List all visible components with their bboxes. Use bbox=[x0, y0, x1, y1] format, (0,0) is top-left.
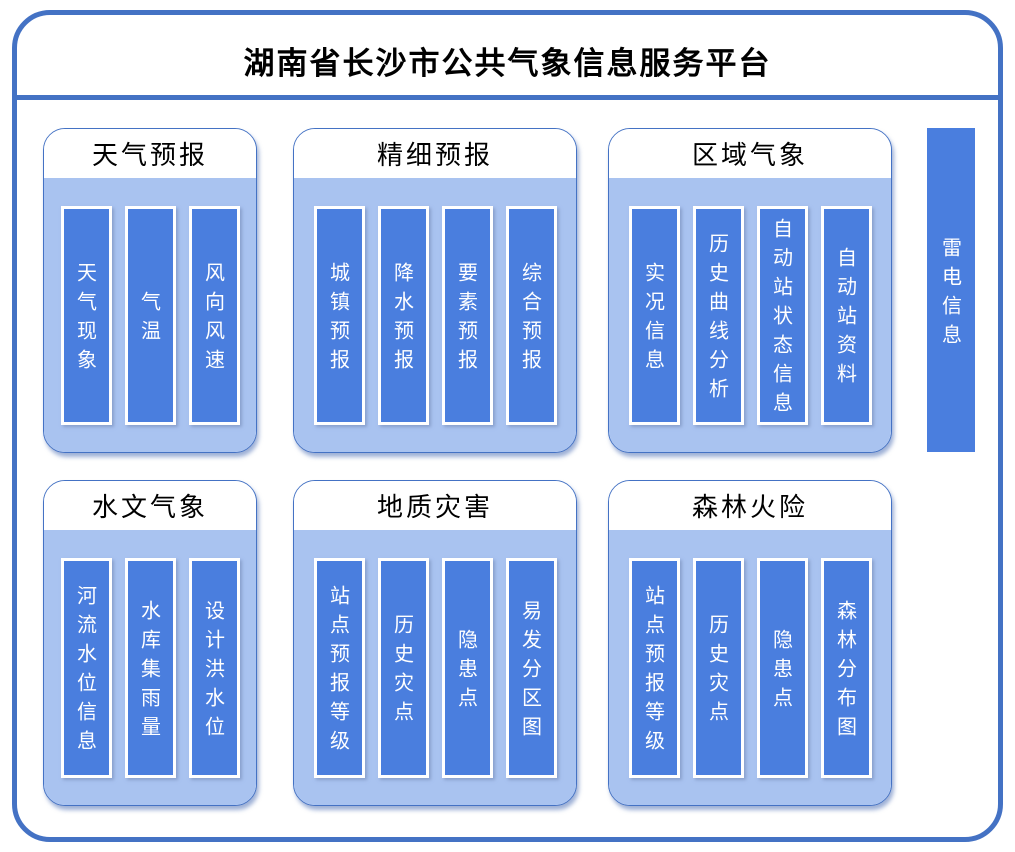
page-title: 湖南省长沙市公共气象信息服务平台 bbox=[243, 45, 772, 82]
module-label: 要素预报 bbox=[454, 261, 479, 378]
module-bar: 自动站资料 bbox=[820, 205, 872, 425]
title-divider bbox=[17, 95, 998, 100]
panel-header: 地质灾害 bbox=[294, 481, 576, 530]
module-bar: 隐患点 bbox=[756, 557, 808, 778]
module-bar: 风向风速 bbox=[188, 205, 240, 425]
module-bar: 实况信息 bbox=[628, 205, 680, 425]
module-label: 森林分布图 bbox=[833, 599, 858, 745]
panel-weather-forecast: 天气预报 天气现象 气温 风向风速 bbox=[43, 128, 257, 453]
module-bar: 降水预报 bbox=[377, 205, 429, 425]
module-bar: 历史灾点 bbox=[377, 557, 429, 778]
module-label: 综合预报 bbox=[518, 261, 543, 378]
module-bar: 河流水位信息 bbox=[60, 557, 112, 778]
panel-geological-disaster: 地质灾害 站点预报等级 历史灾点 隐患点 易发分区图 bbox=[293, 480, 577, 806]
panel-body: 实况信息 历史曲线分析 自动站状态信息 自动站资料 bbox=[609, 178, 891, 452]
panel-body: 河流水位信息 水库集雨量 设计洪水位 bbox=[44, 530, 256, 805]
module-bar: 森林分布图 bbox=[820, 557, 872, 778]
module-label: 实况信息 bbox=[641, 261, 666, 378]
module-bar: 站点预报等级 bbox=[313, 557, 365, 778]
module-bar: 天气现象 bbox=[60, 205, 112, 425]
module-label: 水库集雨量 bbox=[137, 599, 162, 745]
lightning-info-bar: 雷电信息 bbox=[927, 128, 975, 452]
module-label: 风向风速 bbox=[201, 261, 226, 378]
module-bar: 气温 bbox=[124, 205, 176, 425]
panel-header: 水文气象 bbox=[44, 481, 256, 530]
module-label: 自动站状态信息 bbox=[769, 218, 794, 421]
module-label: 隐患点 bbox=[454, 628, 479, 716]
panel-header: 区域气象 bbox=[609, 129, 891, 178]
module-bar: 易发分区图 bbox=[505, 557, 557, 778]
panel-header: 森林火险 bbox=[609, 481, 891, 530]
panel-fine-forecast: 精细预报 城镇预报 降水预报 要素预报 综合预报 bbox=[293, 128, 577, 453]
module-bar: 要素预报 bbox=[441, 205, 493, 425]
module-bar: 设计洪水位 bbox=[188, 557, 240, 778]
module-bar: 站点预报等级 bbox=[628, 557, 680, 778]
module-bar: 隐患点 bbox=[441, 557, 493, 778]
module-label: 天气现象 bbox=[73, 261, 98, 378]
panel-body: 站点预报等级 历史灾点 隐患点 易发分区图 bbox=[294, 530, 576, 805]
panel-body: 天气现象 气温 风向风速 bbox=[44, 178, 256, 452]
lightning-info-label: 雷电信息 bbox=[938, 236, 963, 353]
module-bar: 历史曲线分析 bbox=[692, 205, 744, 425]
module-label: 隐患点 bbox=[769, 628, 794, 716]
module-label: 站点预报等级 bbox=[326, 585, 351, 759]
module-label: 设计洪水位 bbox=[201, 599, 226, 745]
module-label: 易发分区图 bbox=[518, 599, 543, 745]
panel-regional-meteorology: 区域气象 实况信息 历史曲线分析 自动站状态信息 自动站资料 bbox=[608, 128, 892, 453]
panel-body: 站点预报等级 历史灾点 隐患点 森林分布图 bbox=[609, 530, 891, 805]
module-bar: 综合预报 bbox=[505, 205, 557, 425]
panel-forest-fire-risk: 森林火险 站点预报等级 历史灾点 隐患点 森林分布图 bbox=[608, 480, 892, 806]
module-label: 历史曲线分析 bbox=[705, 232, 730, 407]
panel-body: 城镇预报 降水预报 要素预报 综合预报 bbox=[294, 178, 576, 452]
panel-header: 天气预报 bbox=[44, 129, 256, 178]
module-label: 降水预报 bbox=[390, 261, 415, 378]
module-bar: 城镇预报 bbox=[313, 205, 365, 425]
module-label: 历史灾点 bbox=[705, 614, 730, 730]
module-label: 河流水位信息 bbox=[73, 585, 98, 759]
module-label: 历史灾点 bbox=[390, 614, 415, 730]
module-label: 气温 bbox=[137, 290, 162, 349]
panel-header: 精细预报 bbox=[294, 129, 576, 178]
module-label: 自动站资料 bbox=[833, 247, 858, 392]
module-label: 城镇预报 bbox=[326, 261, 351, 378]
module-bar: 历史灾点 bbox=[692, 557, 744, 778]
module-bar: 自动站状态信息 bbox=[756, 205, 808, 425]
module-label: 站点预报等级 bbox=[641, 585, 666, 759]
panel-hydrology-meteorology: 水文气象 河流水位信息 水库集雨量 设计洪水位 bbox=[43, 480, 257, 806]
module-bar: 水库集雨量 bbox=[124, 557, 176, 778]
